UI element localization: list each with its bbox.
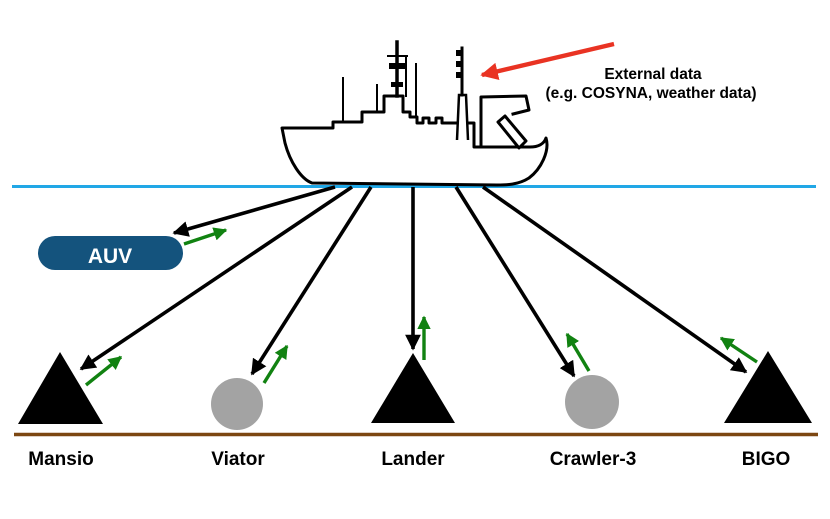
node-label-viator: Viator [211,449,265,470]
ship-mast-block-1 [456,50,462,56]
ship-mast-yard-upper [389,63,406,69]
ship-aft-mast-tower [455,93,470,141]
downlink-arrow-viator [250,186,373,376]
node-viator-circle [211,378,263,430]
uplink-arrow-viator [262,344,289,384]
ship-hull [280,94,549,187]
external-data-label-line1: External data [604,66,702,83]
ship-mast-block-2 [456,61,462,67]
downlink-arrows [79,185,748,378]
ship-mast-block-3 [456,72,462,78]
node-crawler3-circle [565,375,619,429]
auv-body [38,236,183,270]
auv-pill: AUV [38,236,183,270]
downlink-arrow-mansio [79,185,354,371]
node-label-lander: Lander [381,449,445,470]
ship-stern-gantry [479,94,531,149]
uplink-arrow-auv [183,227,228,246]
node-label-crawler3: Crawler-3 [550,449,637,470]
uplink-arrow-bigo [719,336,758,364]
node-lander-triangle [371,353,455,423]
node-mansio-triangle [18,352,103,424]
ship-crane-jib [496,114,528,150]
external-data-label-line2: (e.g. COSYNA, weather data) [545,85,756,102]
uplink-arrow-mansio [84,355,123,387]
research-vessel-icon [280,40,549,187]
node-label-bigo: BIGO [742,449,791,470]
downlink-arrow-bigo [481,185,748,374]
downlink-arrow-auv [172,185,336,237]
auv-label: AUV [88,245,132,268]
seafloor-nodes [18,351,812,430]
node-label-mansio: Mansio [28,449,93,470]
node-labels: Mansio Viator Lander Crawler-3 BIGO [28,449,790,470]
uplink-arrow-crawler3 [565,332,591,372]
downlink-arrow-crawler3 [454,186,576,378]
ship-mast-yard-lower [391,82,403,87]
uplink-arrows [84,227,758,387]
node-bigo-triangle [724,351,812,423]
external-data-arrow-icon [480,41,615,80]
